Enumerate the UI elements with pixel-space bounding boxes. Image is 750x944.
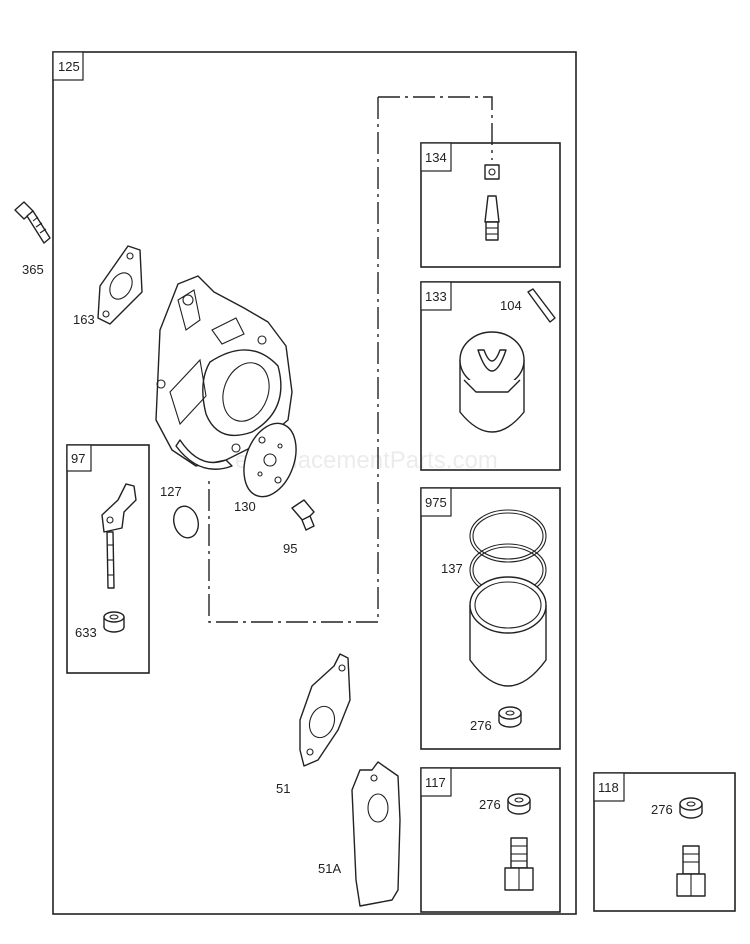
gasket-51-part — [299, 653, 351, 767]
kit-134-label: 134 — [425, 150, 447, 165]
washer-276-975-part — [498, 706, 522, 728]
part-95-label: 95 — [283, 541, 297, 556]
bushing-633-part — [103, 611, 125, 633]
kit-975-tag — [420, 487, 452, 517]
part-51-label: 51 — [276, 781, 290, 796]
carburetor-body-part — [155, 275, 293, 470]
fitting-95-part — [291, 499, 315, 531]
part-276-975-label: 276 — [470, 718, 492, 733]
part-276-118-label: 276 — [651, 802, 673, 817]
o-ring-127-part — [172, 505, 200, 539]
kit-133-box — [420, 281, 561, 471]
inlet-needle-part — [484, 164, 500, 241]
part-276-117-label: 276 — [479, 797, 501, 812]
kit-134-tag — [420, 142, 452, 172]
plate-130-part — [243, 422, 297, 498]
connector-line-134 — [378, 96, 493, 160]
washer-276-117-part — [507, 793, 531, 815]
part-104-label: 104 — [500, 298, 522, 313]
bowl-nut-117-part — [504, 837, 534, 891]
kit-975-label: 975 — [425, 495, 447, 510]
part-163-label: 163 — [73, 312, 95, 327]
float-pin-104-part — [527, 288, 556, 323]
connector-line-main — [208, 97, 379, 623]
kit-125-box — [52, 51, 577, 915]
kit-117-tag — [420, 767, 452, 797]
float-part — [459, 331, 525, 433]
kit-133-tag — [420, 281, 452, 311]
part-51A-label: 51A — [318, 861, 341, 876]
kit-97-box — [66, 444, 150, 674]
kit-117-box — [420, 767, 561, 913]
choke-lever-part — [101, 483, 137, 589]
washer-276-118-part — [679, 797, 703, 819]
kit-97-tag — [66, 444, 92, 472]
part-137-label: 137 — [441, 561, 463, 576]
kit-133-label: 133 — [425, 289, 447, 304]
part-127-label: 127 — [160, 484, 182, 499]
kit-117-label: 117 — [425, 775, 446, 790]
plate-51A-part — [351, 761, 401, 907]
kit-118-tag — [593, 772, 625, 802]
kit-118-box — [593, 772, 736, 912]
kit-125-tag — [52, 51, 84, 81]
part-633-label: 633 — [75, 625, 97, 640]
bowl-nut-118-part — [676, 845, 706, 897]
gasket-163-part — [97, 245, 143, 325]
kit-975-box — [420, 487, 561, 750]
screw-365-part — [14, 201, 51, 244]
kit-118-label: 118 — [598, 780, 619, 795]
kit-134-box — [420, 142, 561, 268]
kit-125-label: 125 — [58, 59, 80, 74]
part-130-label: 130 — [234, 499, 256, 514]
float-bowl-part — [469, 576, 547, 687]
kit-97-label: 97 — [71, 451, 85, 466]
part-365-label: 365 — [22, 262, 44, 277]
